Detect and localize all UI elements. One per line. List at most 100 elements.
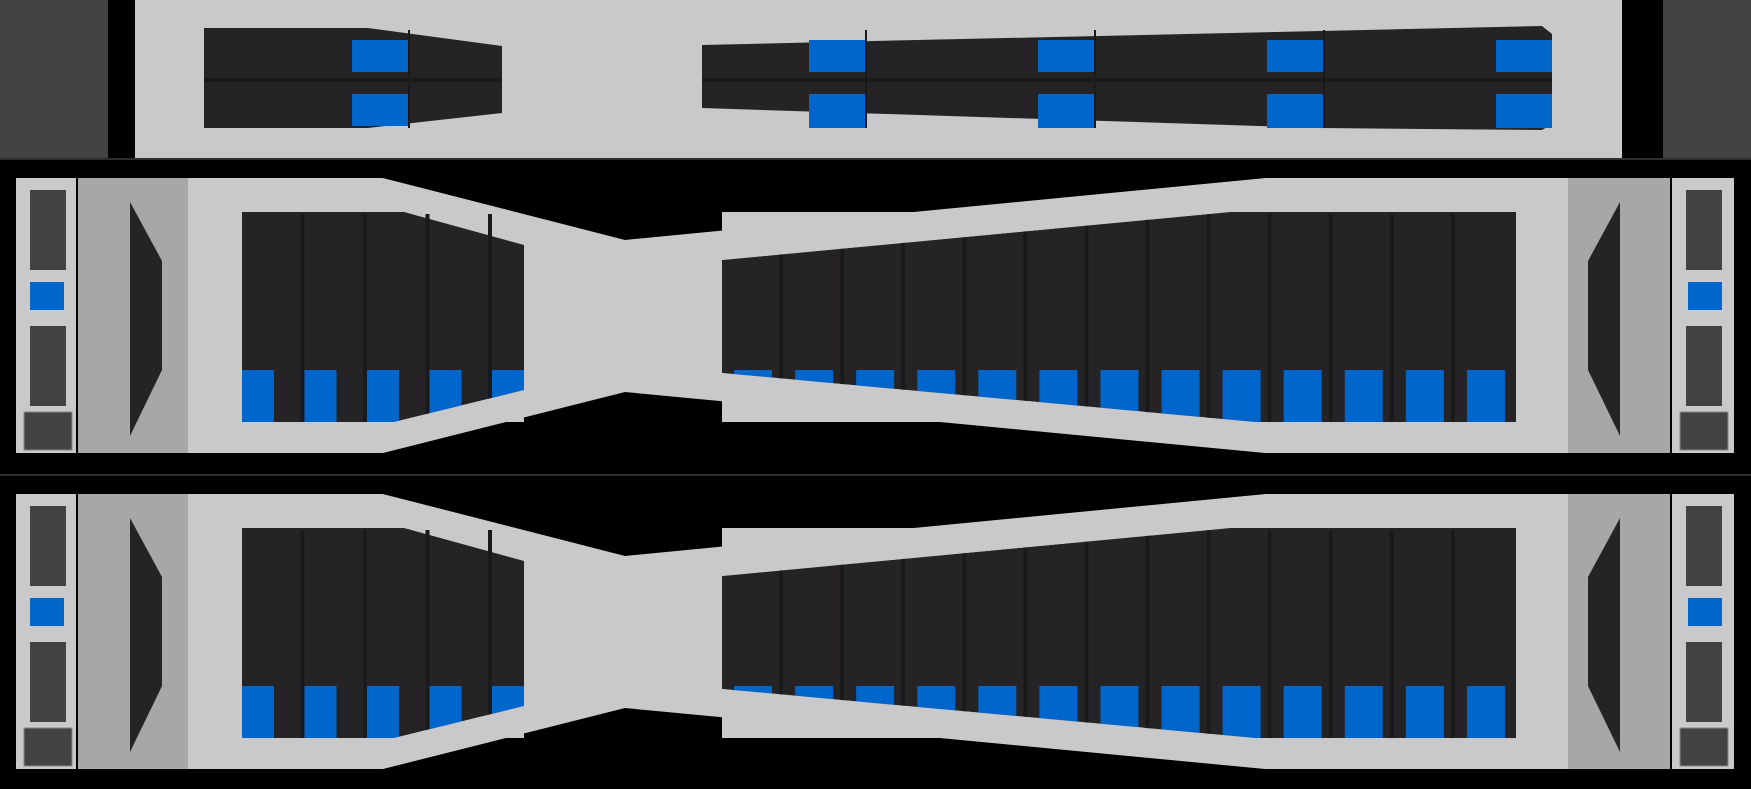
drive-led-top <box>352 40 408 72</box>
drive-divider <box>363 214 367 422</box>
drive-divider <box>901 214 906 422</box>
drive-bay-left <box>242 528 524 738</box>
power-led <box>1688 282 1722 310</box>
bezel-cutout-top <box>383 494 1265 556</box>
drive-led <box>1405 686 1444 738</box>
drive-bay-right <box>722 528 1516 738</box>
enclosure-2u-top <box>0 160 1751 476</box>
enclosure-1u-svg <box>0 0 1751 160</box>
panel-slot-lower <box>30 326 66 406</box>
drive-led <box>1161 370 1200 422</box>
power-led <box>30 598 64 626</box>
handle-grip-right <box>1588 202 1620 436</box>
panel-button[interactable] <box>1679 727 1729 767</box>
bezel-cutout-bottom <box>383 392 1265 453</box>
drive-divider <box>779 530 784 738</box>
drive-divider <box>962 530 967 738</box>
drive-divider <box>1267 214 1272 422</box>
handle-grip-left <box>130 202 162 436</box>
drive-led-bottom <box>1038 94 1094 128</box>
rack-ear-left <box>0 0 108 160</box>
drive-divider <box>488 214 492 422</box>
handle-grip-left <box>130 518 162 752</box>
drive-led <box>242 370 274 422</box>
drive-divider <box>1023 214 1028 422</box>
drive-divider <box>1206 214 1211 422</box>
drive-led <box>1222 370 1261 422</box>
drive-divider <box>1084 214 1089 422</box>
rack-ear-right <box>1663 0 1751 160</box>
drive-group-right <box>734 530 1505 738</box>
drive-divider <box>1084 530 1089 738</box>
drive-divider <box>901 530 906 738</box>
drive-led <box>1466 686 1505 738</box>
drive-led <box>1466 370 1505 422</box>
drive-bay-right <box>722 212 1516 422</box>
drive-divider <box>1389 214 1394 422</box>
drive-divider <box>1328 214 1333 422</box>
drive-divider <box>488 530 492 738</box>
drive-led <box>304 686 337 738</box>
drive-divider <box>1145 214 1150 422</box>
power-led <box>30 282 64 310</box>
drive-divider <box>962 214 967 422</box>
panel-button[interactable] <box>1679 411 1729 451</box>
drive-led <box>242 686 274 738</box>
panel-button[interactable] <box>23 727 73 767</box>
drive-divider <box>363 530 367 738</box>
drive-led <box>1405 370 1444 422</box>
panel-slot-upper <box>1686 506 1722 586</box>
bezel-cutout-bottom <box>383 708 1265 769</box>
drive-divider <box>1450 214 1455 422</box>
drive-led <box>1344 370 1383 422</box>
drive-divider <box>1389 530 1394 738</box>
panel-slot-upper <box>1686 190 1722 270</box>
panel-slot-upper <box>30 506 66 586</box>
drive-divider <box>300 214 305 422</box>
panel-slot-upper <box>30 190 66 270</box>
drive-bay-left <box>242 212 524 422</box>
drive-led <box>1344 686 1383 738</box>
control-panel-left <box>16 494 76 769</box>
drive-divider <box>1206 530 1211 738</box>
power-led <box>1688 598 1722 626</box>
drive-led <box>1283 686 1322 738</box>
drive-led-top <box>1267 40 1323 72</box>
drive-divider <box>1328 530 1333 738</box>
bezel-cutout-top <box>383 178 1265 240</box>
drive-divider <box>1145 530 1150 738</box>
drive-led <box>367 370 399 422</box>
drive-divider <box>840 530 845 738</box>
drive-divider <box>840 214 845 422</box>
drive-divider <box>300 530 305 738</box>
rack-separator <box>0 474 1751 476</box>
handle-grip-right <box>1588 518 1620 752</box>
drive-divider <box>1023 530 1028 738</box>
drive-led <box>367 686 399 738</box>
drive-led-bottom <box>352 94 408 126</box>
rack-separator <box>0 158 1751 160</box>
drive-divider <box>425 530 430 738</box>
drive-led-bottom <box>1267 94 1323 128</box>
bay-midline <box>204 78 502 82</box>
drive-led <box>304 370 337 422</box>
panel-slot-lower <box>1686 326 1722 406</box>
drive-divider <box>779 214 784 422</box>
panel-slot-lower <box>30 642 66 722</box>
bay-midline <box>702 78 1552 82</box>
drive-divider <box>1267 530 1272 738</box>
enclosure-1u <box>0 0 1751 160</box>
control-panel-right <box>1672 494 1734 769</box>
panel-slot-lower <box>1686 642 1722 722</box>
control-panel-right <box>1672 178 1734 453</box>
panel-button[interactable] <box>23 411 73 451</box>
drive-led-top <box>1038 40 1094 72</box>
drive-divider <box>425 214 430 422</box>
drive-led-bottom <box>1496 94 1552 128</box>
enclosure-2u-bottom-svg <box>0 476 1751 789</box>
enclosure-2u-bottom <box>0 476 1751 789</box>
drive-led-top <box>809 40 865 72</box>
enclosure-2u-top-svg <box>0 160 1751 476</box>
drive-group-left <box>204 30 502 128</box>
drive-led <box>1283 370 1322 422</box>
